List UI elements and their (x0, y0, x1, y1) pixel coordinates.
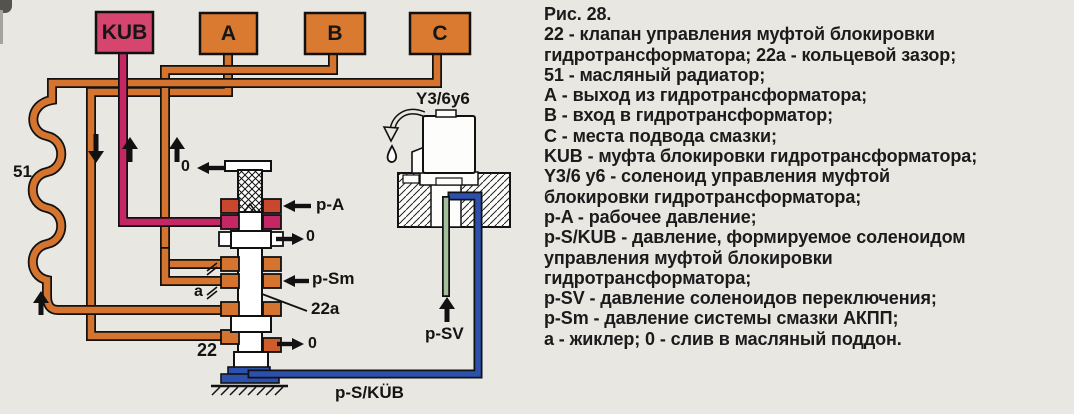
label-psm: p-Sm (312, 269, 355, 288)
jet-orifice-marks (206, 262, 218, 300)
arrow-drain-top-icon (197, 162, 225, 174)
label-ring-gap-22a: 22a (311, 299, 340, 318)
label-valve-22: 22 (197, 340, 218, 360)
ring-gap-pointer-line (261, 293, 308, 312)
legend-line-9: блокировки гидротрансформатора; (544, 186, 862, 207)
legend-line-12: управления муфтой блокировки (544, 247, 833, 268)
box-kub (94, 10, 155, 55)
label-solenoid-id: Y3/6у6 (416, 89, 470, 108)
solenoid-body (411, 109, 476, 174)
pipe-converter-inlet (160, 49, 338, 286)
label-radiator-51: 51 (13, 162, 32, 181)
label-pa: p-A (316, 195, 345, 214)
box-a-label: A (220, 22, 237, 45)
label-drain-top-0: 0 (181, 158, 190, 175)
port-rad-right (262, 301, 282, 317)
hydraulic-diagram (27, 10, 511, 396)
flow-arrow-up-radiator-icon (33, 291, 49, 315)
port-b-right (262, 256, 282, 272)
arrow-drain-mid-icon (276, 233, 304, 245)
pipe-radiator-lubrication (27, 49, 442, 315)
box-c (408, 11, 472, 56)
scan-artifact (0, 0, 12, 13)
pipe-solenoid-pressure (247, 191, 483, 379)
arrow-psm-icon (283, 275, 309, 287)
port-kub-left (220, 214, 240, 230)
legend-line-15: p-Sm - давление системы смазки АКПП; (544, 308, 899, 329)
box-kub-label: KUB (101, 21, 148, 44)
label-ps-kub: p-S/KÜB (335, 383, 404, 402)
legend-line-3: 51 - масляный радиатор; (544, 64, 766, 85)
label-drain-mid-0: 0 (306, 228, 315, 245)
ground-symbol (211, 384, 288, 396)
legend-line-14: p-SV - давление соленоидов переключения; (544, 288, 937, 309)
label-psv: p-SV (425, 324, 464, 343)
arrow-pa-icon (283, 200, 311, 212)
legend-line-10: p-A - рабочее давление; (544, 206, 757, 227)
oil-droplet-icon (386, 144, 398, 163)
legend-line-7: KUB - муфта блокировки гидротрансформато… (544, 146, 978, 167)
flow-arrow-down-icon (88, 134, 104, 163)
box-b (303, 11, 367, 56)
flow-arrow-up-psv-icon (439, 297, 455, 322)
arrow-drain-bottom-icon (277, 338, 304, 350)
legend-line-1: 22 - клапан управления муфтой блокировки (544, 24, 935, 45)
port-kub-right (262, 214, 282, 230)
port-pa-right (262, 198, 282, 214)
figure-legend: Рис. 28. 22 - клапан управления муфтой б… (544, 4, 1072, 349)
scan-artifact-edge (0, 10, 3, 44)
legend-line-16: а - жиклер; 0 - слив в масляный поддон. (544, 328, 902, 349)
port-b-left (220, 256, 240, 272)
box-b-label: B (327, 22, 343, 45)
figure-title: Рис. 28. (544, 4, 612, 24)
port-psm-right (262, 273, 282, 289)
legend-line-4: А - выход из гидротрансформатора; (544, 85, 868, 106)
port-pa-left (220, 198, 240, 214)
label-drain-bottom-0: 0 (308, 335, 317, 352)
port-psm-left (220, 273, 240, 289)
legend-line-8: Y3/6 у6 - соленоид управления муфтой (544, 166, 890, 187)
label-jet-a: a (194, 283, 203, 300)
legend-line-11: p-S/KUB - давление, формируемое соленоид… (544, 227, 966, 248)
box-a (198, 11, 259, 56)
pipe-lockup-clutch (118, 49, 237, 227)
port-rad-left (220, 301, 240, 317)
legend-line-2: гидротрансформатора; 22а - кольцевой заз… (544, 44, 957, 65)
lockup-control-valve (211, 160, 288, 396)
valve-spring (237, 169, 263, 213)
legend-line-5: В - вход в гидротрансформатор; (544, 105, 834, 126)
legend-line-13: гидротрансформатора; (544, 267, 752, 288)
box-c-label: C (432, 22, 448, 45)
legend-line-6: С - места подвода смазки; (544, 125, 777, 146)
flow-arrow-up-kub-icon (122, 137, 138, 162)
flow-arrow-up-b-icon (169, 137, 185, 162)
oil-spray-arrow-icon (382, 108, 426, 143)
